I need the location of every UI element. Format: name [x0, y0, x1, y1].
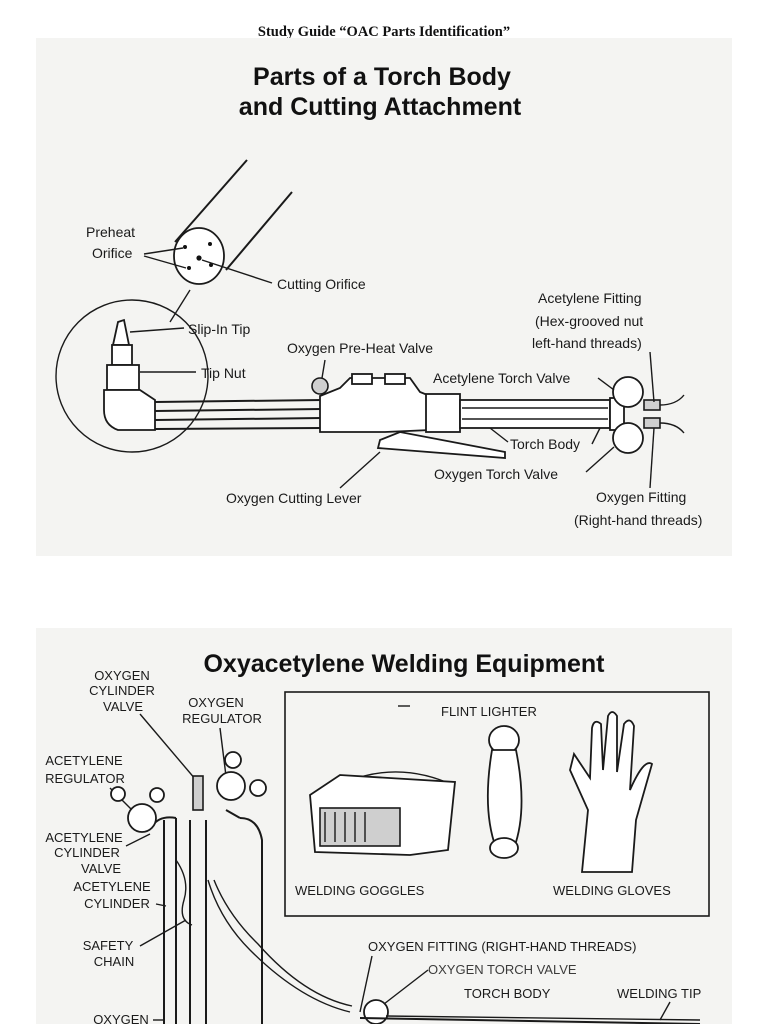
label-acetylene-cylinder-line1: ACETYLENE [73, 879, 151, 894]
label-acetylene-regulator-line2: REGULATOR [45, 771, 125, 786]
label-safety-chain-line2: CHAIN [94, 954, 134, 969]
torch-title-line2: and Cutting Attachment [239, 93, 522, 121]
label-oxygen-regulator-line2: REGULATOR [182, 711, 262, 726]
label-oxygen-bottom: OXYGEN [93, 1012, 149, 1024]
label-welding-goggles: WELDING GOGGLES [295, 883, 425, 898]
welding-torch-drawing [359, 999, 701, 1024]
torch-title-line1: Parts of a Torch Body [253, 63, 511, 91]
label-acetylene-cylinder-valve-line1: ACETYLENE [45, 830, 123, 845]
label-preheat-line1: Preheat [86, 224, 135, 240]
label-oxygen-cylinder-valve-line1: OXYGEN [94, 668, 150, 683]
label-acetylene-cylinder-line2: CYLINDER [84, 896, 150, 911]
cylinders-drawing [151, 775, 353, 1024]
torch-head-drawing [103, 318, 156, 431]
label-welding-tip: WELDING TIP [617, 986, 701, 1001]
label-welding-gloves: WELDING GLOVES [553, 883, 671, 898]
welding-goggles-drawing [309, 771, 456, 856]
label-acetylene-cylinder-valve-line2: CYLINDER [54, 845, 120, 860]
label-acetylene-fitting-line2: (Hex-grooved nut [535, 313, 643, 329]
label-oxygen-fitting: OXYGEN FITTING (RIGHT-HAND THREADS) [368, 939, 636, 954]
label-acetylene-regulator-line1: ACETYLENE [45, 753, 123, 768]
label-safety-chain-line1: SAFETY [83, 938, 134, 953]
label-oxygen-cylinder-valve-line3: VALVE [103, 699, 143, 714]
regulators-drawing [110, 751, 267, 833]
page-header: Study Guide “OAC Parts Identification” [257, 24, 511, 40]
label-oxygen-torch-valve: Oxygen Torch Valve [434, 466, 558, 482]
magnifier-circle [55, 299, 209, 453]
label-oxygen-fitting-line2: (Right-hand threads) [574, 512, 702, 528]
label-oxygen-cylinder-valve-line2: CYLINDER [89, 683, 155, 698]
label-acetylene-cylinder-valve-line3: VALVE [81, 861, 121, 876]
label-slip-in-tip: Slip-In Tip [188, 321, 250, 337]
torch-body-drawing [154, 373, 685, 459]
label-acetylene-fitting-line3: left-hand threads) [532, 335, 642, 351]
label-preheat-line2: Orifice [92, 245, 133, 261]
label-oxygen-regulator-line1: OXYGEN [188, 695, 244, 710]
equipment-title: Oxyacetylene Welding Equipment [203, 650, 605, 678]
torch-diagram-panel [36, 38, 732, 556]
tip-closeup-drawing [173, 159, 293, 285]
label-torch-body-bottom: TORCH BODY [464, 986, 551, 1001]
label-acetylene-fitting-line1: Acetylene Fitting [538, 290, 642, 306]
welding-gloves-drawing [569, 711, 654, 873]
label-oxygen-fitting-line1: Oxygen Fitting [596, 489, 686, 505]
label-oxygen-torch-valve-bottom: OXYGEN TORCH VALVE [428, 962, 577, 977]
accessories-box [284, 691, 710, 917]
label-tip-nut: Tip Nut [201, 365, 246, 381]
label-acetylene-torch-valve: Acetylene Torch Valve [433, 370, 570, 386]
label-flint-lighter: FLINT LIGHTER [441, 704, 537, 719]
label-cutting-orifice: Cutting Orifice [277, 276, 366, 292]
flint-lighter-drawing [486, 725, 523, 859]
label-oxygen-preheat-valve: Oxygen Pre-Heat Valve [287, 340, 433, 356]
label-torch-body: Torch Body [510, 436, 580, 452]
label-oxygen-cutting-lever: Oxygen Cutting Lever [226, 490, 362, 506]
